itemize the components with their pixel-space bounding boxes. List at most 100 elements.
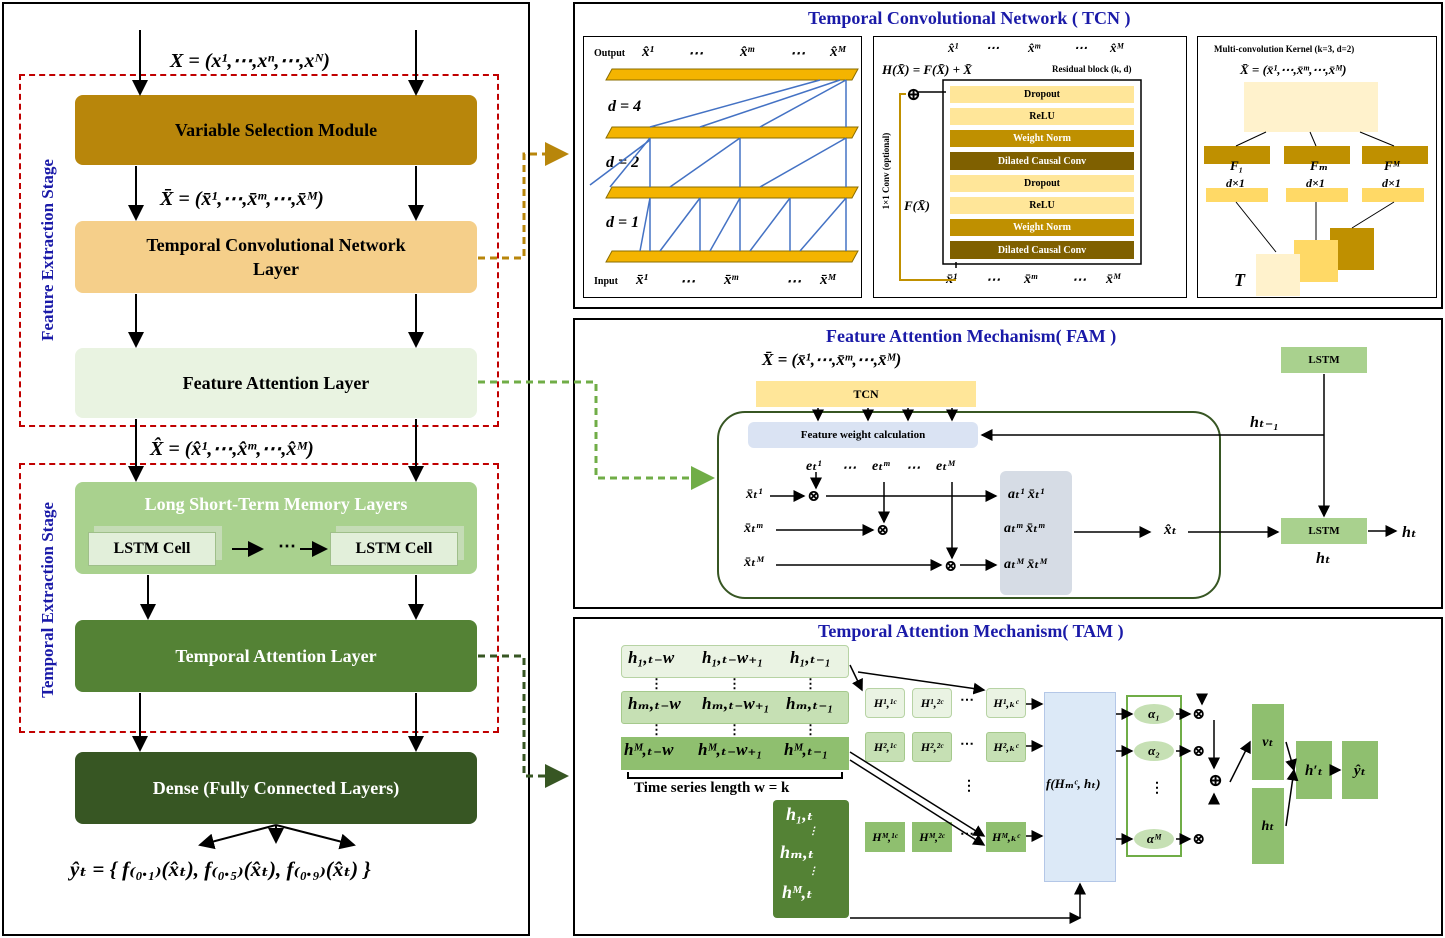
output-seq-0: x̂¹ <box>642 44 654 60</box>
d1-label: d = 1 <box>606 214 640 231</box>
tcn-kernel-box <box>1197 36 1437 298</box>
fam-tcn-box: TCN <box>756 381 976 407</box>
hc-1-3: H²,ₖᶜ <box>986 732 1026 762</box>
kernel-band-mid <box>1284 146 1350 164</box>
tam-vdots: ⋮ ⋮ ⋮ ⋮ ⋮ ⋮ <box>650 676 817 737</box>
input-seq-4: x̄ᴹ <box>820 272 836 288</box>
fam-title: Feature Attention Mechanism( FAM ) <box>826 326 1117 346</box>
res-top-2: x̂ᵐ <box>1028 40 1041 55</box>
feature-weight-calc: Feature weight calculation <box>748 422 978 448</box>
tcn-links <box>589 79 847 252</box>
input-seq-3: ⋯ <box>786 274 801 290</box>
output-seq-4: x̂ᴹ <box>830 44 846 60</box>
mck-input-block <box>1244 82 1378 132</box>
temporal-attention-layer: Temporal Attention Layer <box>75 620 477 692</box>
output-formula: ŷₜ = { f₍₀.₁₎(x̂ₜ), f₍₀.₅₎(x̂ₜ), f₍₀.₉₎(… <box>70 857 371 881</box>
hc-1-2: ⋯ <box>960 737 974 752</box>
tam-row-1 <box>621 645 849 678</box>
fam-lstm-top: LSTM <box>1281 347 1367 373</box>
xbar-formula: X̄ = (x̄¹,⋯,x̄ᵐ,⋯,x̄ᴹ) <box>160 188 324 210</box>
tam-h-1-1: hₘ,ₜ₋w₊₁ <box>702 694 770 713</box>
input-label: Input <box>594 276 618 287</box>
output-label: Output <box>594 48 626 59</box>
e-label-2: eₜᵐ <box>872 459 890 474</box>
tam-otimes-2: ⊗ <box>1192 831 1206 848</box>
res-top-3: ⋯ <box>1074 40 1087 55</box>
kernel-wires <box>1235 131 1395 253</box>
lstm-cell-2: LSTM Cell <box>330 532 458 566</box>
tam-row-m <box>621 691 849 724</box>
kernel-band-left <box>1204 146 1270 164</box>
output-seq-3: ⋯ <box>790 46 805 62</box>
hc-vdots: ⋮ <box>962 779 976 794</box>
kernel-m-size: d×1 <box>1306 176 1325 190</box>
fam-input-0: x̄ₜ¹ <box>746 487 763 502</box>
fam-lstm-bottom: LSTM <box>1281 518 1367 544</box>
dense-layer: Dense (Fully Connected Layers) <box>75 752 477 824</box>
res-layer-3: Dilated Causal Conv <box>950 152 1134 170</box>
hcol-box <box>773 800 849 918</box>
kernel-out-right <box>1362 188 1424 202</box>
hc-1-0: H²,¹ᶜ <box>865 732 905 762</box>
res-layer-0: Dropout <box>950 86 1134 103</box>
kernel-M-size: d×1 <box>1382 176 1401 190</box>
t-block-2 <box>1294 240 1338 282</box>
fam-input-2: x̄ₜᴹ <box>744 555 764 570</box>
output-seq-2: x̂ᵐ <box>740 44 755 60</box>
svg-text:⋮: ⋮ <box>650 722 663 737</box>
lstm-layers-title: Long Short-Term Memory Layers <box>144 494 408 514</box>
tam-h-2-0: hᴹ,ₜ₋w <box>624 740 674 759</box>
otimes-2: ⊗ <box>944 558 958 575</box>
feature-attention-layer: Feature Attention Layer <box>75 348 477 418</box>
input-seq-0: x̄¹ <box>636 272 648 288</box>
e-label-1: ⋯ <box>842 461 856 476</box>
otimes-0: ⊗ <box>807 488 821 505</box>
hc-1-1: H²,²ᶜ <box>912 732 952 762</box>
f-label: f(Hₘᶜ, hₜ) <box>1046 776 1101 791</box>
oplus-residual: ⊕ <box>906 84 922 104</box>
svg-text:⋮: ⋮ <box>804 722 817 737</box>
h-formula: H(X̄) = F(X̄) + X̄ <box>882 62 972 77</box>
fam-inner-frame <box>717 411 1221 599</box>
tcn-residual-box <box>873 36 1187 298</box>
alpha-2: αᴹ <box>1134 829 1174 849</box>
alpha-0: α₁ <box>1134 704 1174 724</box>
weighted-2: aₜᴹ x̄ₜᴹ <box>1004 557 1047 572</box>
res-top-4: x̂ᴹ <box>1110 40 1124 55</box>
kernel-1-size: d×1 <box>1226 176 1245 190</box>
hc-0-3: H¹,ₖᶜ <box>986 688 1026 718</box>
tam-title: Temporal Attention Mechanism( TAM ) <box>818 621 1124 641</box>
hcol-3: ⋮ <box>808 866 818 877</box>
residual-wires <box>899 79 1142 281</box>
svg-text:⋮: ⋮ <box>728 676 741 691</box>
ts-length: Time series length w = k <box>634 780 790 796</box>
res-layer-7: Dilated Causal Conv <box>950 241 1134 259</box>
h-prime-box: h′ₜ <box>1296 741 1332 799</box>
weighted-box <box>1000 471 1072 595</box>
fam-input-1: x̄ₜᵐ <box>744 521 763 536</box>
fam-formula: X̄ = (x̄¹,⋯,x̄ᵐ,⋯,x̄ᴹ) <box>762 350 902 369</box>
tam-h-2-1: hᴹ,ₜ₋w₊₁ <box>698 740 763 759</box>
t-block-1 <box>1256 254 1300 296</box>
ht-right: hₜ <box>1402 524 1417 541</box>
input-seq-2: x̄ᵐ <box>724 272 739 288</box>
tam-h-1-2: hₘ,ₜ₋₁ <box>786 694 834 713</box>
kernel-m-name: Fₘ <box>1310 158 1329 173</box>
variable-selection-module: Variable Selection Module <box>75 95 477 165</box>
tam-otimes-1: ⊗ <box>1192 743 1206 760</box>
hcol-1: ⋮ <box>808 826 818 837</box>
res-top-1: ⋯ <box>986 40 999 55</box>
res-bottom-3: ⋯ <box>1072 273 1086 288</box>
h-prev-label: hₜ₋₁ <box>1250 414 1279 431</box>
kernel-out-left <box>1206 188 1268 202</box>
res-layer-5: ReLU <box>950 197 1134 214</box>
hc-2-1: Hᴹ,²ᶜ <box>912 822 952 852</box>
input-formula: X = (x¹,⋯,xⁿ,⋯,xᴺ) <box>170 50 330 72</box>
ht-below: hₜ <box>1316 550 1331 567</box>
kernel-1-name: F₁ <box>1230 158 1244 173</box>
tam-h-1-0: hₘ,ₜ₋w <box>628 694 681 713</box>
tam-wires <box>849 664 1342 924</box>
tam-oplus: ⊕ <box>1208 770 1224 790</box>
xhat-formula: X̂ = (x̂¹,⋯,x̂ᵐ,⋯,x̂ᴹ) <box>150 438 314 460</box>
